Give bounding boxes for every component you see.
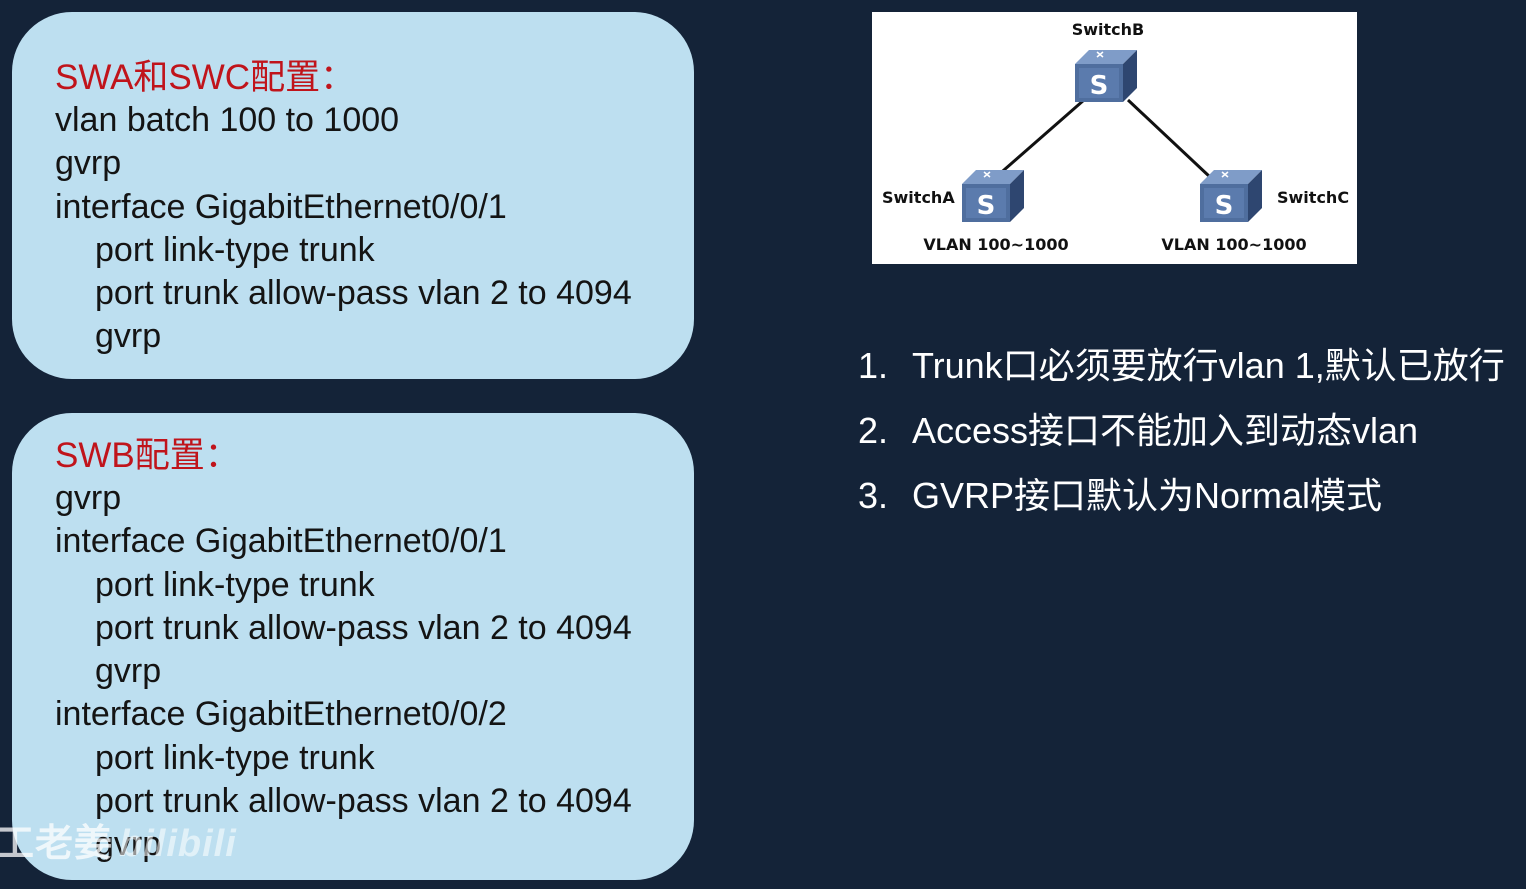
card-heading: SWB配置： — [55, 436, 240, 475]
link-b-a — [995, 98, 1085, 179]
config-line: gvrp — [95, 652, 162, 691]
note-number: 1. — [858, 345, 889, 386]
switch-a-letter: S — [977, 191, 996, 221]
switch-c-vlan-label: VLAN 100~1000 — [1161, 235, 1306, 254]
config-line: port link-type trunk — [95, 565, 375, 604]
switch-b-label: SwitchB — [1072, 20, 1145, 39]
switch-a-icon: S — [961, 169, 1025, 223]
note-number: 3. — [858, 475, 889, 516]
config-line: port link-type trunk — [95, 230, 375, 269]
config-line: gvrp — [55, 144, 122, 183]
switch-c-label: SwitchC — [1277, 188, 1349, 207]
config-line: interface GigabitEthernet0/0/2 — [55, 695, 507, 734]
config-line: port trunk allow-pass vlan 2 to 4094 — [95, 274, 632, 313]
card-heading: SWA和SWC配置： — [55, 58, 356, 97]
config-line: interface GigabitEthernet0/0/1 — [55, 187, 507, 226]
switch-a-vlan-label: VLAN 100~1000 — [923, 235, 1068, 254]
note-number: 2. — [858, 410, 889, 451]
note-item: 3. GVRP接口默认为Normal模式 — [858, 470, 1505, 535]
config-line: port trunk allow-pass vlan 2 to 4094 — [95, 782, 632, 821]
switch-a-label: SwitchA — [882, 188, 955, 207]
note-text: GVRP接口默认为Normal模式 — [912, 475, 1383, 516]
notes-list: 1. Trunk口必须要放行vlan 1,默认已放行 2. Access接口不能加入… — [858, 340, 1505, 535]
topology-diagram: S SwitchB S SwitchA VLAN 100~1000 S Swit… — [872, 12, 1357, 264]
note-item: 2. Access接口不能加入到动态vlan — [858, 405, 1505, 470]
link-b-c — [1126, 98, 1212, 179]
config-line: port link-type trunk — [95, 738, 375, 777]
note-text: Access接口不能加入到动态vlan — [912, 410, 1419, 451]
switch-c-letter: S — [1215, 191, 1234, 221]
topology-svg: S SwitchB S SwitchA VLAN 100~1000 S Swit… — [882, 20, 1349, 254]
config-line: gvrp — [95, 825, 162, 864]
swa-swc-config-card: SWA和SWC配置： vlan batch 100 to 1000 gvrp i… — [12, 12, 694, 379]
switch-c-icon: S — [1199, 169, 1263, 223]
bilibili-logo: bilibili — [119, 823, 237, 865]
config-line: interface GigabitEthernet0/0/1 — [55, 522, 507, 561]
note-item: 1. Trunk口必须要放行vlan 1,默认已放行 — [858, 340, 1505, 405]
config-line: vlan batch 100 to 1000 — [55, 101, 400, 139]
config-line: gvrp — [95, 317, 162, 356]
switch-b-icon: S — [1074, 49, 1138, 103]
watermark-author: 工老姜 — [0, 823, 114, 865]
swb-config-card: SWB配置： gvrp interface GigabitEthernet0/0… — [12, 413, 694, 880]
note-text: Trunk口必须要放行vlan 1,默认已放行 — [912, 345, 1505, 386]
switch-b-letter: S — [1090, 71, 1109, 101]
config-line: gvrp — [55, 479, 122, 517]
config-line: port trunk allow-pass vlan 2 to 4094 — [95, 608, 632, 647]
